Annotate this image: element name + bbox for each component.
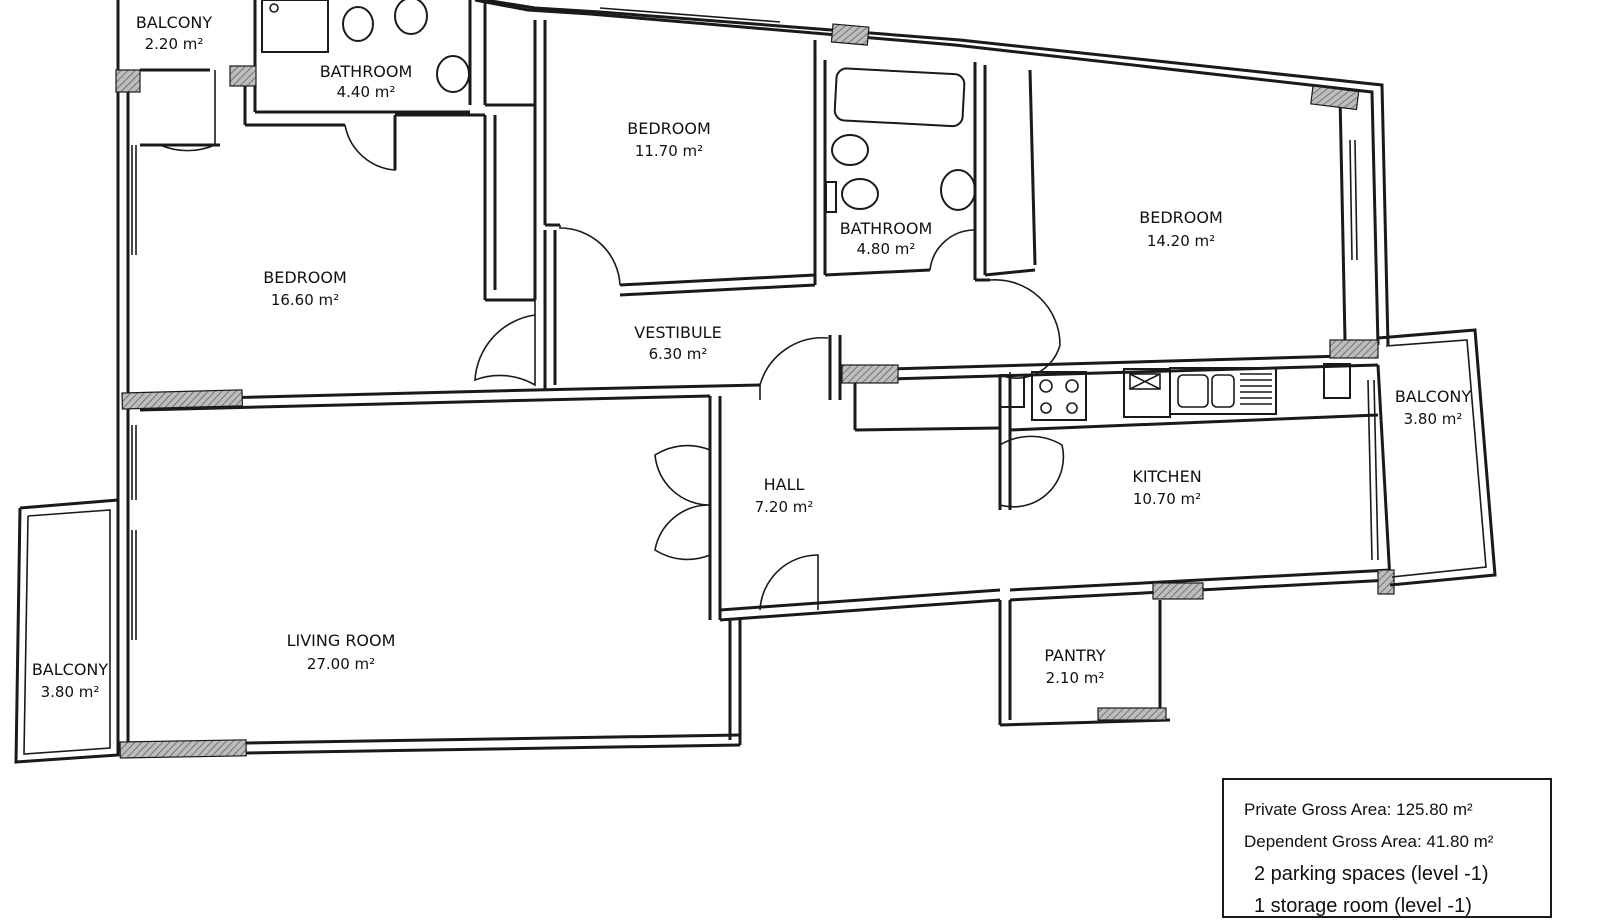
hall-name: HALL <box>764 475 805 494</box>
living-room-area: 27.00 m² <box>307 655 375 673</box>
floor-plan: BALCONY 2.20 m² BATHROOM 4.40 m² BEDROOM… <box>14 0 1497 764</box>
parking-spaces: 2 parking spaces (level -1) <box>1254 863 1489 885</box>
pantry-name: PANTRY <box>1044 646 1105 665</box>
bathroom-2-fixtures <box>825 67 976 213</box>
bathroom-2-name: BATHROOM <box>840 219 933 238</box>
interior-walls <box>139 0 1392 727</box>
kitchen-fixtures <box>999 363 1351 421</box>
structural-columns <box>115 23 1395 759</box>
kitchen-area: 10.70 m² <box>1133 490 1201 508</box>
bathroom-1-name: BATHROOM <box>320 62 413 81</box>
balcony-top-area: 2.20 m² <box>145 35 204 53</box>
bedroom-3-area: 16.60 m² <box>271 291 339 309</box>
doors <box>159 70 1065 611</box>
bedroom-1-name: BEDROOM <box>627 119 711 138</box>
dependent-gross-area: Dependent Gross Area: 41.80 m² <box>1244 832 1494 851</box>
bedroom-2-area: 14.20 m² <box>1147 232 1215 250</box>
bathroom-1-area: 4.40 m² <box>337 83 396 101</box>
vestibule-area: 6.30 m² <box>649 345 708 363</box>
balcony-right-area: 3.80 m² <box>1404 410 1463 428</box>
private-gross-area: Private Gross Area: 125.80 m² <box>1244 800 1473 819</box>
balcony-top-name: BALCONY <box>136 13 213 32</box>
bedroom-3-name: BEDROOM <box>263 268 347 287</box>
pantry-area: 2.10 m² <box>1046 669 1105 687</box>
bedroom-2-name: BEDROOM <box>1139 208 1223 227</box>
windows <box>131 7 1379 640</box>
hall-area: 7.20 m² <box>755 498 814 516</box>
kitchen-name: KITCHEN <box>1132 467 1201 486</box>
area-summary-box: Private Gross Area: 125.80 m² Dependent … <box>1222 778 1552 918</box>
bathroom-1-fixtures <box>261 0 470 93</box>
room-labels: BALCONY 2.20 m² BATHROOM 4.40 m² BEDROOM… <box>32 13 1472 701</box>
vestibule-name: VESTIBULE <box>634 323 721 342</box>
bedroom-1-area: 11.70 m² <box>635 142 703 160</box>
living-room-name: LIVING ROOM <box>287 631 396 650</box>
storage-room: 1 storage room (level -1) <box>1254 895 1472 917</box>
balcony-right-name: BALCONY <box>1395 387 1472 406</box>
balcony-left-name: BALCONY <box>32 660 109 679</box>
balconies <box>14 328 1497 764</box>
drainboard-lines <box>1240 373 1272 405</box>
balcony-left-area: 3.80 m² <box>41 683 100 701</box>
bathroom-2-area: 4.80 m² <box>857 240 916 258</box>
